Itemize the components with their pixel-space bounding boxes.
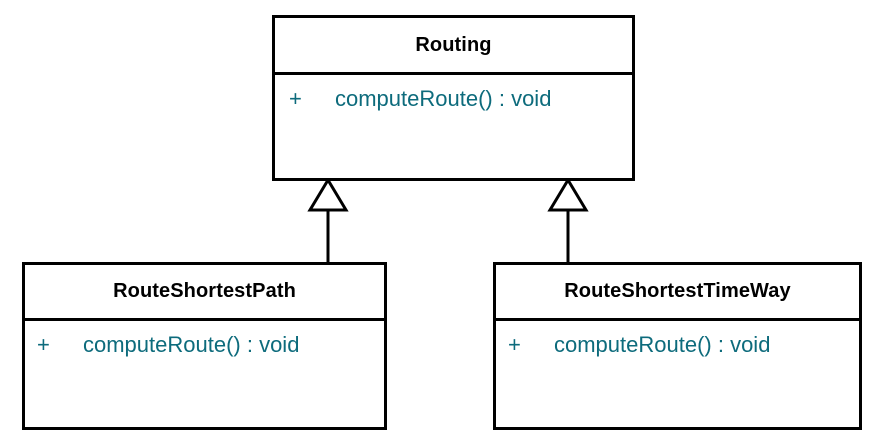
uml-member-row[interactable]: + computeRoute() : void (275, 86, 632, 112)
uml-member-row[interactable]: + computeRoute() : void (25, 332, 384, 358)
uml-member-visibility: + (508, 332, 521, 357)
hollow-triangle-icon-left (307, 177, 349, 212)
generalization-arrow-left-icon (307, 177, 349, 264)
uml-members-routeshortestpath: + computeRoute() : void (25, 321, 384, 427)
uml-class-divider-routeshortestpath (25, 318, 384, 321)
uml-member-visibility: + (289, 86, 302, 111)
uml-class-divider-routing (275, 72, 632, 75)
uml-class-name-routeshortestpath: RouteShortestPath (113, 280, 296, 302)
generalization-routeshortesttimeway-to-routing[interactable] (546, 177, 592, 264)
uml-class-name-routeshortesttimeway: RouteShortestTimeWay (564, 280, 791, 302)
uml-member-signature: computeRoute() : void (83, 332, 300, 357)
uml-member-signature: computeRoute() : void (335, 86, 552, 111)
uml-member-visibility: + (37, 332, 50, 357)
generalization-routeshortestpath-to-routing[interactable] (306, 177, 352, 264)
uml-class-name-routing: Routing (415, 33, 492, 56)
generalization-arrow-right-icon (547, 177, 589, 264)
uml-class-routing[interactable]: Routing + computeRoute() : void (272, 15, 635, 181)
uml-class-routeshortesttimeway[interactable]: RouteShortestTimeWay + computeRoute() : … (493, 262, 862, 430)
uml-members-routeshortesttimeway: + computeRoute() : void (496, 321, 859, 427)
uml-class-divider-routeshortesttimeway (496, 318, 859, 321)
uml-class-routeshortestpath[interactable]: RouteShortestPath + computeRoute() : voi… (22, 262, 387, 430)
uml-member-row[interactable]: + computeRoute() : void (496, 332, 859, 358)
uml-member-signature: computeRoute() : void (554, 332, 771, 357)
uml-members-routing: + computeRoute() : void (275, 75, 632, 178)
hollow-triangle-icon-right (547, 177, 589, 212)
